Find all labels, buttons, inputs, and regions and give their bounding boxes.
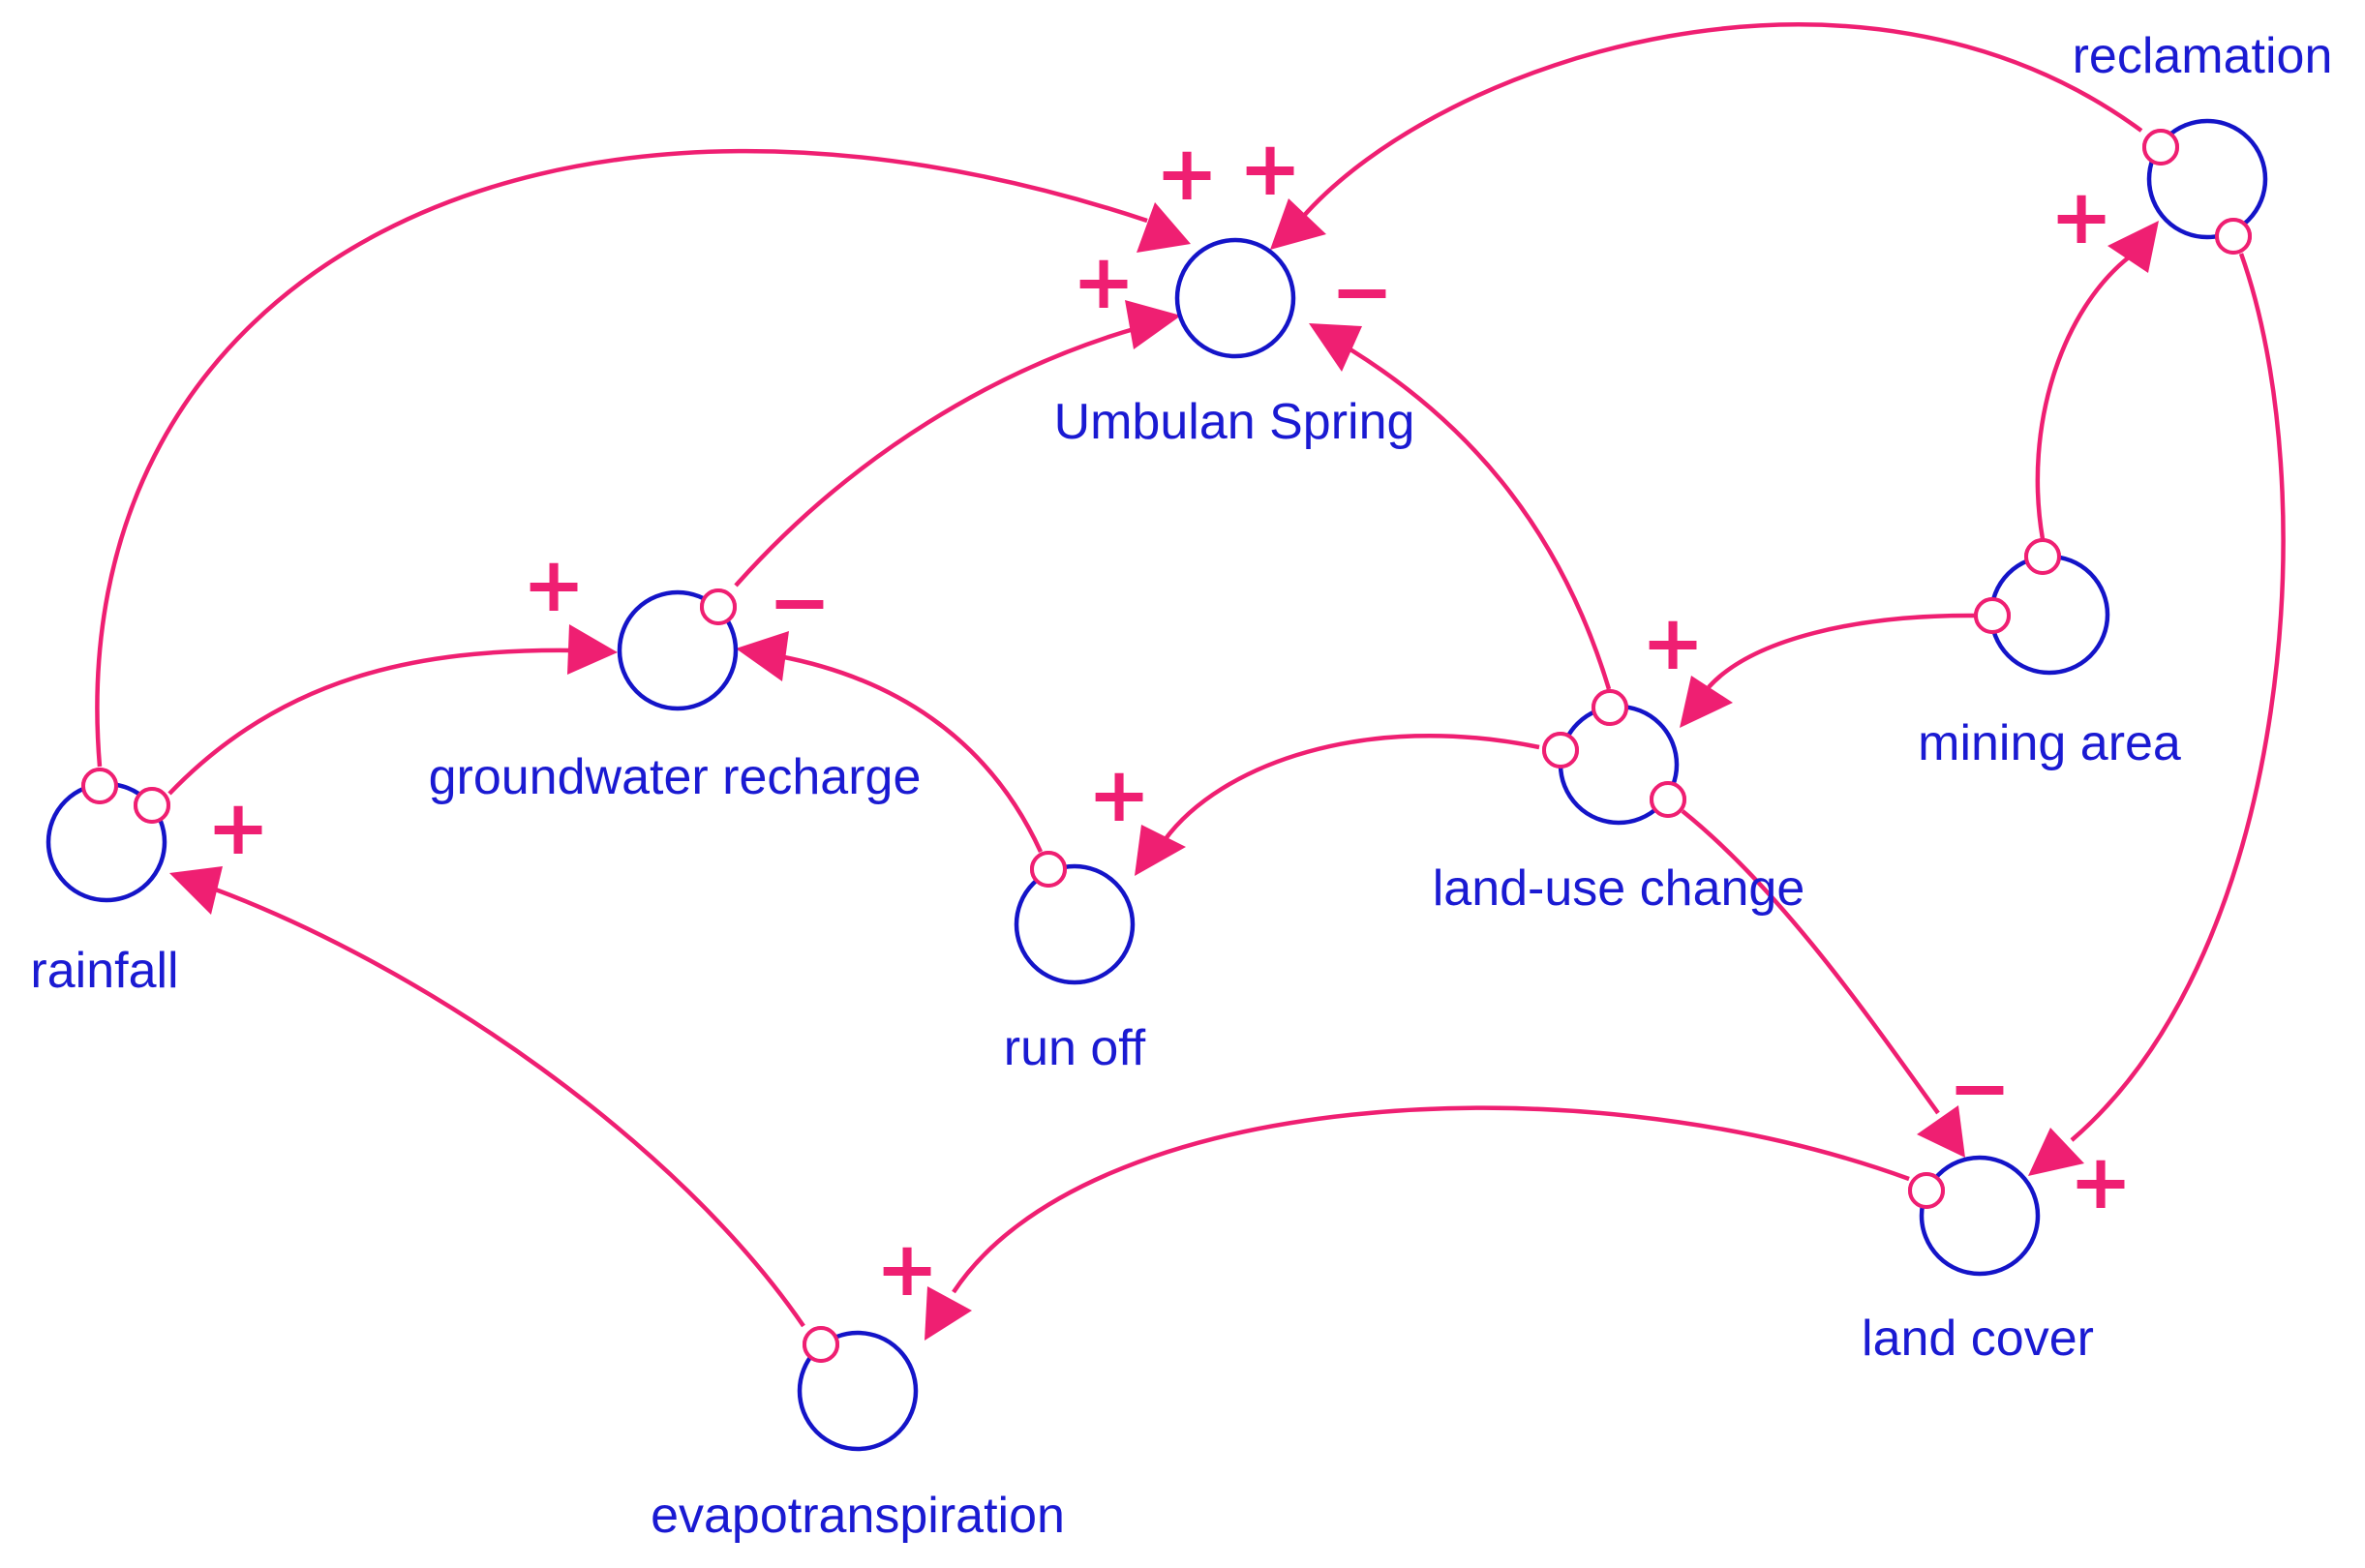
link-line (2035, 255, 2132, 540)
node-circle (617, 589, 739, 711)
node-label: evapotranspiration (651, 1488, 1065, 1544)
node-circle (1014, 863, 1136, 985)
link-rainfall-to-umbulan-spring: + (81, 131, 1219, 804)
node-umbulan-spring[interactable]: Umbulan Spring (1054, 237, 1415, 450)
link-tail-marker (2215, 218, 2252, 255)
arrowhead-icon (1137, 202, 1191, 253)
node-land-use-change[interactable]: land-use change (1433, 704, 1805, 917)
link-tail-marker (803, 1326, 839, 1363)
arrowhead-icon (1125, 300, 1181, 349)
link-land-use-change-to-run-off: + (1087, 732, 1579, 876)
link-polarity: + (1072, 239, 1135, 326)
link-land-use-change-to-land-cover: − (1650, 781, 2012, 1158)
link-polarity: + (2049, 174, 2112, 261)
link-tail-marker (1974, 597, 2011, 634)
node-circle (2146, 118, 2268, 240)
link-polarity: − (768, 559, 831, 647)
node-rainfall[interactable]: rainfall (30, 781, 179, 999)
node-land-cover[interactable]: land cover (1862, 1155, 2094, 1367)
arrowhead-icon (1309, 323, 1362, 372)
link-polarity: + (1155, 131, 1218, 218)
node-evapotranspiration[interactable]: evapotranspiration (651, 1330, 1065, 1544)
link-mining-area-to-land-use-change: + (1641, 597, 2011, 728)
link-line (95, 148, 1148, 768)
arrowhead-icon (736, 631, 789, 681)
link-line (212, 886, 805, 1328)
link-line (778, 653, 1044, 853)
node-label: land-use change (1433, 860, 1805, 917)
link-polarity: + (522, 542, 585, 629)
node-mining-area[interactable]: mining area (1918, 554, 2181, 771)
link-reclamation-to-umbulan-spring: + (1238, 22, 2179, 250)
link-mining-area-to-reclamation: + (2024, 174, 2159, 575)
link-polarity: + (2069, 1139, 2132, 1226)
node-label: Umbulan Spring (1054, 394, 1415, 450)
link-line (1707, 613, 1976, 689)
link-tail-marker (2142, 129, 2179, 166)
link-run-off-to-groundwater-recharge: − (736, 559, 1067, 888)
link-tail-marker (1650, 781, 1686, 818)
node-circle (1919, 1155, 2041, 1277)
link-land-use-change-to-umbulan-spring: − (1309, 249, 1628, 726)
arrowhead-icon (925, 1286, 972, 1341)
link-evapotranspiration-to-rainfall: + (169, 785, 839, 1363)
link-polarity: + (875, 1226, 938, 1313)
node-groundwater-recharge[interactable]: groundwater recharge (429, 589, 922, 805)
arrowhead-icon (1680, 676, 1733, 728)
link-tail-markers-top (81, 129, 2252, 1363)
link-tail-marker (2024, 538, 2061, 575)
link-land-cover-to-evapotranspiration: + (875, 1105, 1945, 1341)
link-line (1163, 734, 1540, 842)
arrowhead-icon (1135, 825, 1186, 876)
link-polarity: − (1948, 1045, 2011, 1132)
node-reclamation[interactable]: reclamation (2073, 28, 2333, 240)
link-line (1681, 809, 1940, 1115)
link-polarity: + (206, 785, 269, 872)
link-line (1339, 342, 1612, 690)
node-run-off[interactable]: run off (1004, 863, 1146, 1076)
arrowhead-icon (2028, 1128, 2084, 1176)
link-line (1300, 22, 2143, 220)
node-label: groundwater recharge (429, 749, 922, 805)
link-tail-marker (1030, 851, 1067, 888)
node-label: land cover (1862, 1311, 2094, 1367)
node-circle (797, 1330, 919, 1452)
arrowhead-icon (2107, 221, 2159, 273)
links: + + + − + (81, 22, 2286, 1363)
link-polarity: + (1087, 752, 1150, 839)
node-label: mining area (1918, 715, 2181, 771)
node-circle (1174, 237, 1296, 359)
link-tail-marker (1592, 689, 1628, 726)
link-line (952, 1105, 1910, 1294)
arrowhead-icon (169, 866, 223, 915)
arrowhead-icon (567, 624, 618, 675)
node-label: rainfall (30, 943, 178, 999)
link-tail-marker (1542, 732, 1579, 769)
link-line (167, 648, 574, 796)
arrowhead-icon (1270, 198, 1326, 250)
link-tail-marker (700, 588, 737, 625)
link-tail-marker (134, 787, 170, 824)
link-line (2070, 253, 2286, 1142)
link-polarity: + (1238, 126, 1301, 213)
link-polarity: + (1641, 600, 1704, 687)
link-tail-marker (1908, 1172, 1945, 1209)
link-polarity: − (1330, 249, 1393, 336)
arrowhead-icon (1917, 1105, 1965, 1158)
nodes: Umbulan Spring groundwater recharge rain… (30, 28, 2332, 1544)
node-label: run off (1004, 1020, 1146, 1076)
link-reclamation-to-land-cover: + (2028, 218, 2286, 1226)
link-line (734, 324, 1141, 588)
node-label: reclamation (2073, 28, 2333, 84)
link-tail-marker (81, 768, 118, 804)
